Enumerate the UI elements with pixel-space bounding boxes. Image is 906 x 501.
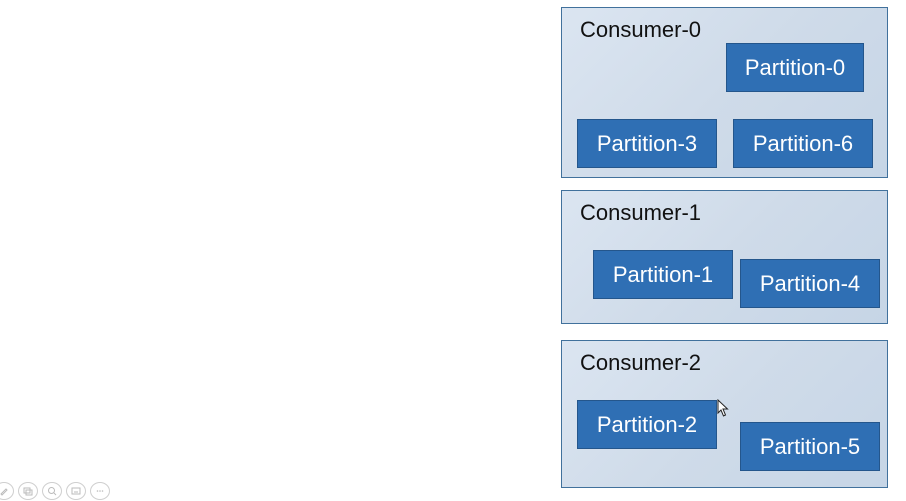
zoom-icon[interactable] bbox=[42, 482, 62, 500]
partition-1-block: Partition-1 bbox=[593, 250, 733, 299]
more-icon[interactable] bbox=[90, 482, 110, 500]
partition-0-block: Partition-0 bbox=[726, 43, 864, 92]
consumer-2-box: Consumer-2 Partition-2 Partition-5 bbox=[561, 340, 888, 488]
consumer-0-title: Consumer-0 bbox=[580, 17, 702, 42]
partition-4-block: Partition-4 bbox=[740, 259, 880, 308]
partition-3-block: Partition-3 bbox=[577, 119, 717, 168]
partition-2-block: Partition-2 bbox=[577, 400, 717, 449]
consumer-2-title: Consumer-2 bbox=[580, 350, 702, 375]
consumer-1-title: Consumer-1 bbox=[580, 200, 702, 225]
subtitles-icon[interactable] bbox=[66, 482, 86, 500]
consumer-1-box: Consumer-1 Partition-1 Partition-4 bbox=[561, 190, 888, 324]
slides-icon[interactable] bbox=[18, 482, 38, 500]
mouse-cursor-icon bbox=[717, 399, 729, 417]
partition-5-block: Partition-5 bbox=[740, 422, 880, 471]
presenter-toolbar bbox=[0, 482, 110, 500]
partition-6-block: Partition-6 bbox=[733, 119, 873, 168]
consumer-0-box: Consumer-0 Partition-0 Partition-3 Parti… bbox=[561, 7, 888, 178]
pen-icon[interactable] bbox=[0, 482, 14, 500]
